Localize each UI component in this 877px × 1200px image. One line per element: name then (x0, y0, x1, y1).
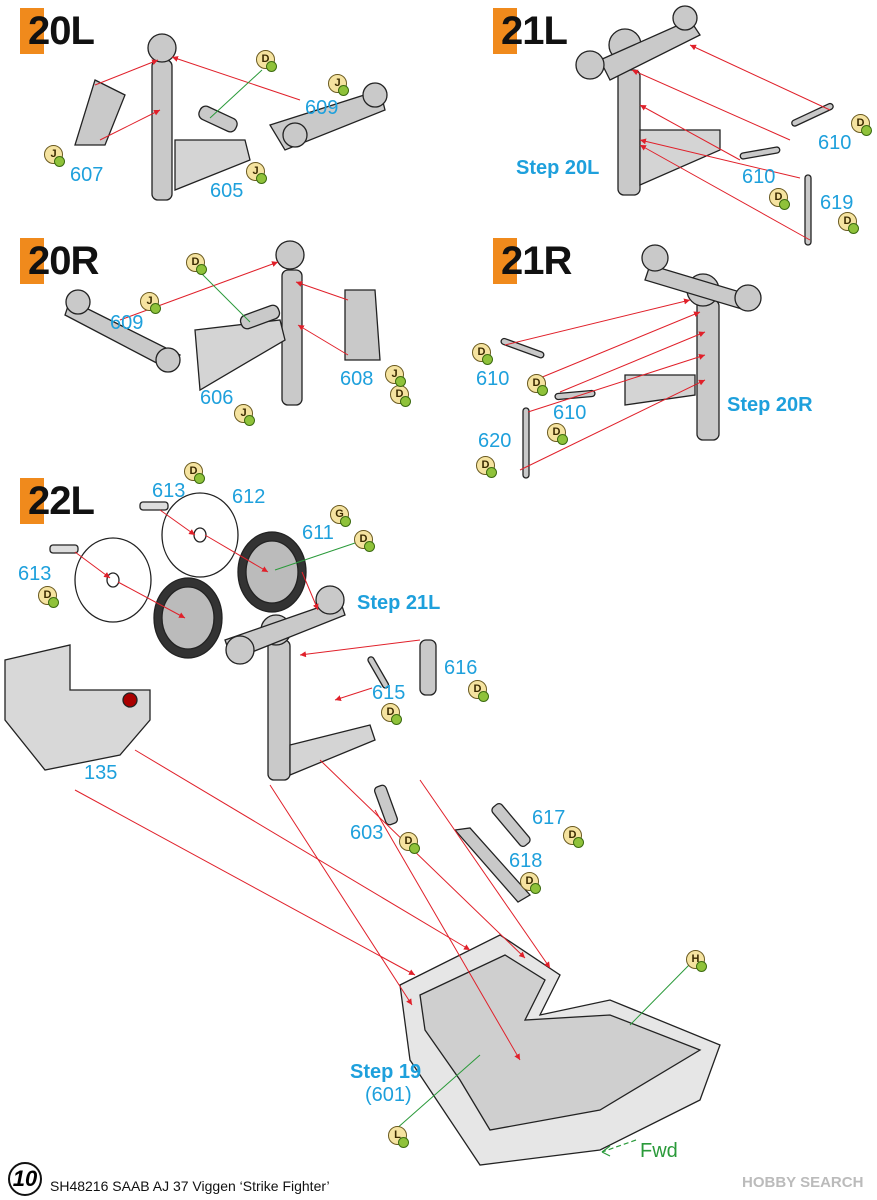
part-618: 618 (509, 850, 543, 872)
step-22l-bay (399, 934, 721, 1166)
color-callout: D (520, 872, 541, 894)
color-callout: D (354, 530, 375, 552)
color-callout: D (184, 462, 205, 484)
step-21r-drawing (500, 244, 762, 479)
part-613-b: 613 (18, 563, 52, 585)
color-callout: J (328, 74, 349, 96)
part-135: 135 (84, 762, 118, 784)
part-605: 605 (210, 180, 244, 202)
color-callout: D (769, 188, 790, 210)
step-21l-guides (631, 44, 831, 241)
part-610-b: 610 (742, 166, 776, 188)
step-22l-guides (74, 509, 551, 1061)
page-number: 10 (8, 1162, 42, 1196)
color-callout: D (851, 114, 872, 136)
color-callout: J (140, 292, 161, 314)
part-610-a: 610 (818, 132, 852, 154)
step-20l-guides (94, 56, 301, 141)
ref-step-19-part: (601) (365, 1084, 412, 1106)
ref-step-20r: Step 20R (727, 394, 813, 416)
step-22l-wheels (49, 492, 307, 659)
step-22l-strut (224, 585, 532, 903)
ref-step-20l: Step 20L (516, 157, 600, 179)
step-20l-drawing (74, 33, 388, 201)
step-badge-21l: 21L (493, 8, 568, 54)
step-20r-drawing (64, 240, 381, 406)
part-610-d: 610 (553, 402, 587, 424)
color-callout: D (381, 703, 402, 725)
color-callout: L (388, 1126, 409, 1148)
footer-kit-title: SH48216 SAAB AJ 37 Viggen ‘Strike Fighte… (50, 1178, 330, 1194)
color-callout: D (38, 586, 59, 608)
color-callout: D (468, 680, 489, 702)
step-20l-color-leader (209, 69, 263, 119)
part-616: 616 (444, 657, 478, 679)
part-608: 608 (340, 368, 374, 390)
color-callout: D (399, 832, 420, 854)
part-606: 606 (200, 387, 234, 409)
fwd-arrow (601, 1139, 637, 1157)
step-22l-panel-135 (4, 644, 151, 771)
color-callout: D (547, 423, 568, 445)
part-619: 619 (820, 192, 854, 214)
color-callout: J (234, 404, 255, 426)
step-badge-22l: 22L (20, 478, 95, 524)
color-callout: J (385, 365, 406, 387)
color-callout: D (472, 343, 493, 365)
part-609-right: 609 (110, 312, 144, 334)
step-badge-21r: 21R (493, 238, 572, 284)
step-21r-guides (504, 298, 706, 471)
color-callout: D (527, 374, 548, 396)
ref-step-21l: Step 21L (357, 592, 441, 614)
color-callout: D (476, 456, 497, 478)
step-badge-20l: 20L (20, 8, 95, 54)
color-callout: J (44, 145, 65, 167)
part-611: 611 (302, 522, 334, 544)
part-613-a: 613 (152, 480, 186, 502)
color-callout: D (186, 253, 207, 275)
watermark: HOBBY SEARCH (742, 1174, 864, 1191)
step-badge-20r: 20R (20, 238, 99, 284)
color-callout: J (246, 162, 267, 184)
color-callout: G (330, 505, 351, 527)
step-21l-drawing (575, 5, 834, 246)
color-callout: D (390, 385, 411, 407)
part-612: 612 (232, 486, 266, 508)
part-609-left: 609 (305, 97, 339, 119)
color-callout: H (686, 950, 707, 972)
color-callout: D (838, 212, 859, 234)
ref-step-19: Step 19 (350, 1061, 422, 1083)
color-callout: D (256, 50, 277, 72)
forward-label: Fwd (640, 1140, 678, 1162)
part-617: 617 (532, 807, 566, 829)
part-615: 615 (372, 682, 406, 704)
color-leaders-22l (274, 541, 693, 1131)
step-20r-color-leader (197, 269, 251, 323)
part-607: 607 (70, 164, 104, 186)
part-610-c: 610 (476, 368, 510, 390)
part-603: 603 (350, 822, 384, 844)
color-callout: D (563, 826, 584, 848)
part-620: 620 (478, 430, 512, 452)
